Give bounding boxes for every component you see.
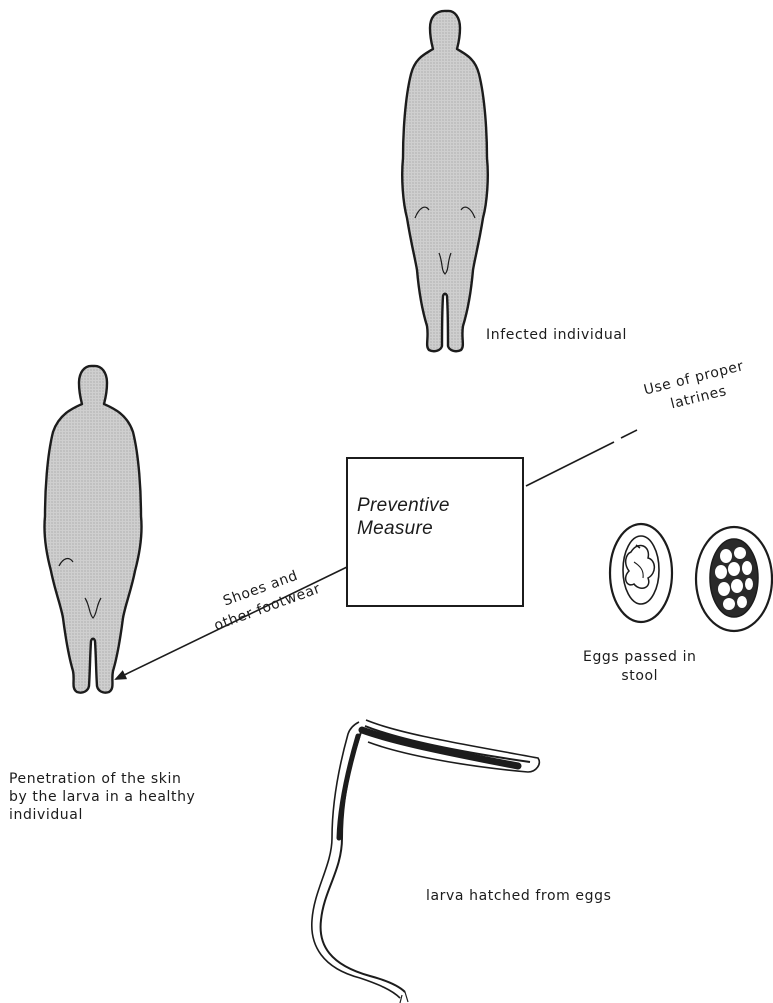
- infected-individual-label: Infected individual: [486, 325, 627, 345]
- latrines-connector-line: [526, 442, 614, 486]
- preventive-measure-title-line2: Measure: [357, 517, 507, 540]
- larva-figure: [312, 720, 539, 1003]
- eggs-label-line1: Eggs passed in: [583, 648, 697, 667]
- egg-cells-icon: [696, 527, 772, 631]
- healthy-person-figure: [44, 366, 141, 693]
- preventive-measure-title: Preventive Measure: [357, 494, 507, 540]
- penetration-label-line3: individual: [9, 806, 195, 824]
- penetration-label: Penetration of the skin by the larva in …: [9, 770, 195, 824]
- penetration-label-line2: by the larva in a healthy: [9, 788, 195, 806]
- egg-embryo-icon: [610, 524, 672, 622]
- eggs-label: Eggs passed in stool: [583, 648, 697, 686]
- penetration-label-line1: Penetration of the skin: [9, 770, 195, 788]
- larva-label: larva hatched from eggs: [426, 886, 612, 906]
- eggs-label-line2: stool: [583, 667, 697, 686]
- infected-person-figure: [402, 11, 488, 351]
- preventive-measure-title-line1: Preventive: [357, 494, 507, 517]
- latrines-connector-dash: [621, 430, 637, 438]
